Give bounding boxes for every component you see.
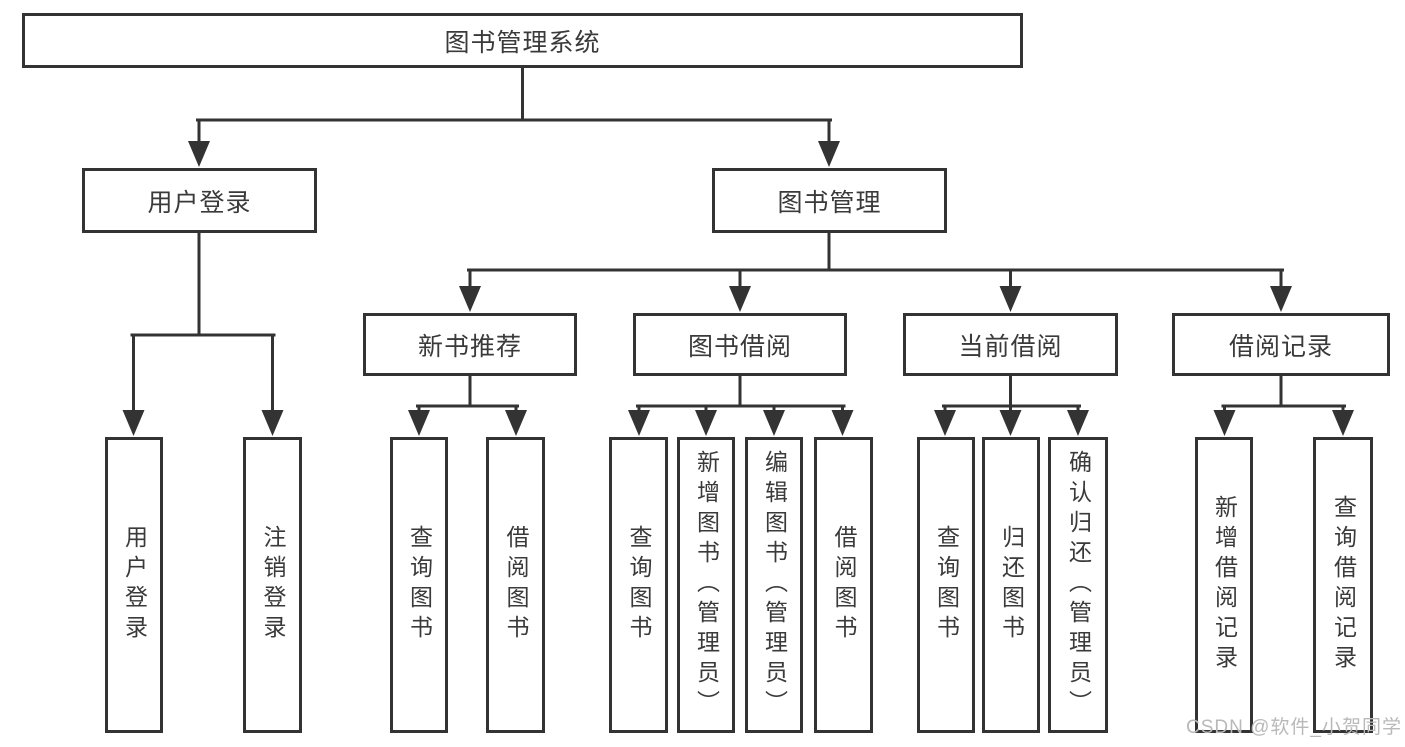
leaf-query-books-recommend: 查询图书 — [390, 437, 448, 733]
arrow-down-icon — [999, 410, 1022, 436]
node-new-book-recommend: 新书推荐 — [363, 313, 577, 376]
connector-book-management — [459, 231, 1292, 312]
connector-current-borrow — [934, 374, 1089, 436]
arrow-down-icon — [1270, 286, 1292, 312]
arrow-down-icon — [459, 286, 481, 312]
arrow-down-icon — [763, 410, 785, 436]
arrow-down-icon — [1067, 410, 1089, 436]
node-label: 当前借阅 — [958, 332, 1063, 361]
node-user-login: 用户登录 — [82, 168, 317, 233]
arrow-down-icon — [729, 286, 751, 312]
leaf-label: 注销登录 — [260, 525, 286, 645]
leaf-label: 用户登录 — [121, 525, 148, 645]
leaf-label: 新增借阅记录 — [1211, 495, 1238, 675]
arrow-down-icon — [188, 141, 210, 167]
arrow-down-icon — [505, 410, 527, 436]
arrow-down-icon — [695, 410, 717, 436]
arrow-down-icon — [122, 410, 145, 436]
leaf-logout-login: 注销登录 — [243, 437, 302, 733]
connector-borrow-records — [1213, 374, 1354, 436]
arrow-down-icon — [1213, 410, 1236, 436]
arrow-down-icon — [831, 410, 854, 436]
arrow-down-icon — [408, 410, 430, 436]
connector-new-book-recommend — [408, 374, 527, 436]
node-library-system: 图书管理系统 — [22, 13, 1023, 68]
leaf-label: 编辑图书（管理员） — [761, 450, 788, 720]
leaf-label: 查询图书 — [406, 525, 433, 645]
node-label: 用户登录 — [147, 188, 252, 217]
leaf-label: 查询借阅记录 — [1330, 495, 1357, 675]
leaf-label: 查询图书 — [933, 525, 960, 645]
arrow-down-icon — [261, 410, 284, 436]
leaf-user-login: 用户登录 — [105, 437, 163, 733]
node-label: 图书借阅 — [687, 332, 792, 361]
leaf-label: 新增图书（管理员） — [693, 450, 720, 720]
leaf-borrow-books-recommend: 借阅图书 — [486, 437, 545, 733]
arrow-down-icon — [934, 410, 956, 436]
leaf-return-book: 归还图书 — [982, 437, 1040, 733]
connector-root — [188, 66, 840, 167]
leaf-edit-book-admin: 编辑图书（管理员） — [745, 437, 803, 733]
leaf-query-books-current: 查询图书 — [917, 437, 975, 733]
arrow-down-icon — [628, 410, 650, 436]
leaf-label: 确认归还（管理员） — [1065, 450, 1092, 720]
node-borrow-records: 借阅记录 — [1172, 313, 1390, 376]
leaf-label: 查询图书 — [626, 525, 652, 645]
leaf-label: 借阅图书 — [503, 525, 529, 645]
node-label: 图书管理系统 — [444, 28, 601, 57]
leaf-confirm-return-admin: 确认归还（管理员） — [1048, 437, 1108, 733]
connector-user-login — [122, 231, 284, 436]
leaf-query-borrow-record: 查询借阅记录 — [1313, 437, 1373, 733]
leaf-query-books-borrow: 查询图书 — [609, 437, 668, 733]
connector-book-borrow — [628, 374, 854, 436]
arrow-down-icon — [818, 141, 840, 167]
leaf-borrow-books: 借阅图书 — [814, 437, 873, 733]
leaf-add-borrow-record: 新增借阅记录 — [1195, 437, 1253, 733]
node-book-management: 图书管理 — [712, 168, 947, 233]
node-book-borrow: 图书借阅 — [633, 313, 847, 376]
arrow-down-icon — [999, 286, 1022, 312]
arrow-down-icon — [1332, 410, 1354, 436]
node-label: 图书管理 — [777, 188, 882, 217]
leaf-label: 借阅图书 — [831, 525, 857, 645]
leaf-label: 归还图书 — [998, 525, 1025, 645]
node-label: 新书推荐 — [417, 332, 522, 361]
watermark: CSDN @软件_小贺同学 — [1186, 717, 1402, 738]
leaf-add-book-admin: 新增图书（管理员） — [677, 437, 735, 733]
node-label: 借阅记录 — [1228, 332, 1333, 361]
node-current-borrow: 当前借阅 — [903, 313, 1118, 376]
